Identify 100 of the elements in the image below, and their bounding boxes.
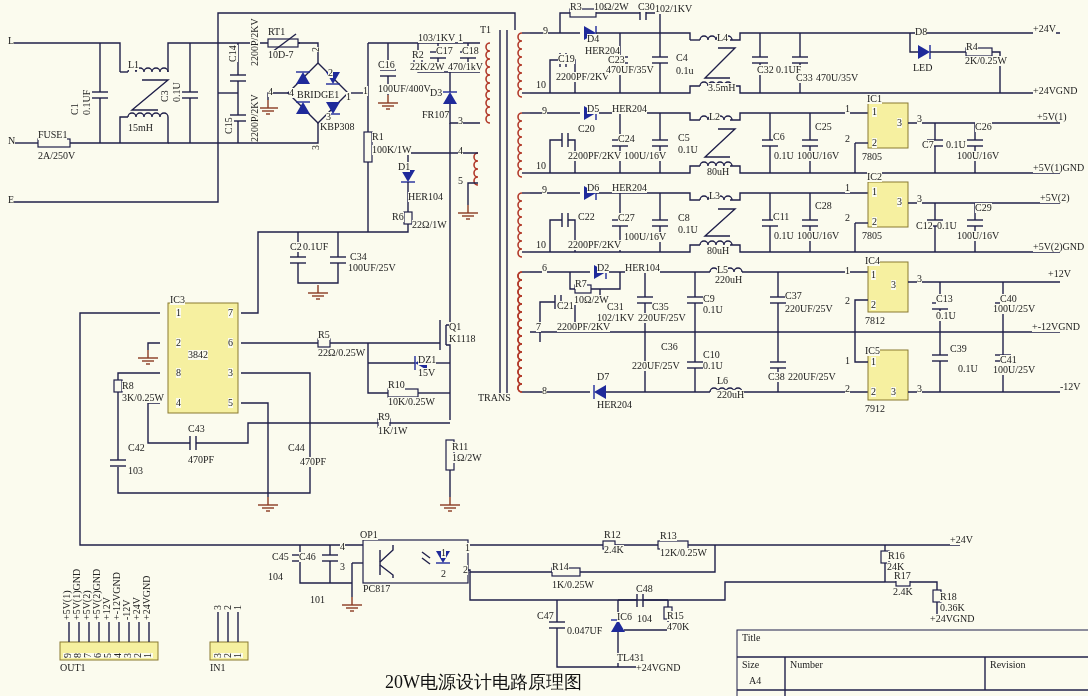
component-label: R4 bbox=[966, 42, 978, 52]
net-label: N bbox=[8, 136, 16, 146]
net-label: L bbox=[8, 36, 15, 46]
pin-number: 3 bbox=[458, 116, 463, 126]
component-label: D5 bbox=[587, 104, 600, 114]
pin-number: 8 bbox=[73, 653, 83, 658]
pin-number: 2 bbox=[872, 217, 877, 227]
pin-number: 1 bbox=[143, 653, 153, 658]
value-label: 7912 bbox=[865, 404, 885, 414]
pin-number: 3 bbox=[228, 368, 233, 378]
pin-number: 2 bbox=[845, 296, 850, 306]
value-label: 100U/16V bbox=[797, 151, 840, 161]
component-label: C39 bbox=[950, 344, 967, 354]
component-label: D2 bbox=[597, 263, 610, 273]
net-label: +5V(2) bbox=[1040, 193, 1070, 203]
value-label: FR107 bbox=[422, 110, 450, 120]
pin-number: 2 bbox=[845, 134, 850, 144]
component-label: IC6 bbox=[617, 612, 632, 622]
pin-number: 2 bbox=[176, 338, 181, 348]
value-label: 1K/1W bbox=[378, 426, 408, 436]
component-label: C27 bbox=[618, 213, 635, 223]
component-label: R9 bbox=[378, 412, 390, 422]
value-label: TRANS bbox=[478, 393, 511, 403]
value-label: HER104 bbox=[408, 192, 443, 202]
value-label: 1K/0.25W bbox=[552, 580, 594, 590]
value-label: 10Ω/2W bbox=[594, 2, 629, 12]
component-label: L5 bbox=[717, 265, 729, 275]
diagram-caption: 20W电源设计电路原理图 bbox=[385, 672, 582, 692]
component-label: IN1 bbox=[210, 663, 226, 673]
pin-number: 10 bbox=[536, 80, 546, 90]
component-label: R14 bbox=[552, 562, 569, 572]
title-block-label: Revision bbox=[990, 660, 1026, 670]
value-label: HER204 bbox=[597, 400, 632, 410]
component-label: C32 bbox=[757, 65, 774, 75]
pin-number: 4 bbox=[113, 653, 123, 658]
title-block-label: A4 bbox=[749, 676, 762, 686]
pin-number: 3 bbox=[213, 605, 223, 610]
value-label: 220UF/25V bbox=[638, 313, 686, 323]
value-label: HER104 bbox=[625, 263, 660, 273]
value-label: 0.1U bbox=[937, 221, 957, 231]
component-label: R7 bbox=[575, 279, 587, 289]
value-label: 0.1UF bbox=[776, 65, 802, 75]
pin-number: 3 bbox=[123, 653, 133, 658]
component-label: IC4 bbox=[865, 256, 880, 266]
pin-number: 1 bbox=[872, 107, 877, 117]
value-label: 100UF/400V bbox=[378, 84, 431, 94]
pin-number: 7 bbox=[228, 308, 233, 318]
net-label: +12V bbox=[1048, 269, 1071, 279]
component-label: C13 bbox=[936, 294, 953, 304]
pin-number: 2 bbox=[872, 138, 877, 148]
component-label: D8 bbox=[915, 27, 928, 37]
pin-number: 4 bbox=[458, 146, 463, 156]
component-label: D6 bbox=[587, 183, 600, 193]
component-label: L1 bbox=[128, 60, 140, 70]
value-label: 0.1U bbox=[678, 145, 698, 155]
pin-number: 7 bbox=[83, 653, 93, 658]
value-label: 2.4K bbox=[893, 587, 913, 597]
value-label: 220uH bbox=[715, 275, 743, 285]
value-label: HER204 bbox=[612, 183, 647, 193]
net-label: +24V bbox=[1033, 24, 1056, 34]
component-label: R16 bbox=[888, 551, 905, 561]
component-label: PC817 bbox=[363, 584, 391, 594]
value-label: 470K bbox=[667, 622, 690, 632]
value-label: 2.4K bbox=[604, 545, 624, 555]
component-label: C25 bbox=[815, 122, 832, 132]
value-label: 2200P/2KV bbox=[250, 94, 260, 142]
component-label: C20 bbox=[578, 124, 595, 134]
component-label: L2 bbox=[709, 112, 721, 122]
component-label: R13 bbox=[660, 531, 677, 541]
value-label: LED bbox=[913, 63, 933, 73]
component-label: C14 bbox=[228, 45, 238, 62]
net-label: +5V(1)GND bbox=[1033, 163, 1085, 173]
value-label: 22Ω/1W bbox=[412, 220, 447, 230]
pin-number: 3 bbox=[340, 562, 345, 572]
value-label: 10Ω/2W bbox=[574, 295, 609, 305]
value-label: 2200PF/2KV bbox=[556, 72, 610, 82]
component-label: R10 bbox=[388, 380, 405, 390]
value-label: 103/1KV bbox=[418, 33, 456, 43]
component-label: C35 bbox=[652, 302, 669, 312]
component-label: R2 bbox=[412, 50, 424, 60]
component-label: C3 bbox=[160, 90, 170, 102]
value-label: 0.1U bbox=[936, 311, 956, 321]
component-label: C26 bbox=[975, 122, 992, 132]
value-label: 100U/16V bbox=[797, 231, 840, 241]
pin-number: 1 bbox=[872, 187, 877, 197]
pin-number: 1 bbox=[845, 104, 850, 114]
component-label: C30 bbox=[638, 2, 655, 12]
component-label: C11 bbox=[773, 212, 790, 222]
value-label: 22K/2W bbox=[410, 62, 445, 72]
value-label: 220uH bbox=[717, 390, 745, 400]
value-label: 1Ω/2W bbox=[452, 453, 482, 463]
component-label: IC1 bbox=[867, 94, 882, 104]
component-label: C9 bbox=[703, 294, 715, 304]
pin-number: 10 bbox=[536, 161, 546, 171]
pin-number: 1 bbox=[845, 183, 850, 193]
value-label: 12K/0.25W bbox=[660, 548, 707, 558]
title-block-label: Title bbox=[742, 633, 761, 643]
pin-number: 3 bbox=[917, 384, 922, 394]
value-label: 102/1KV bbox=[655, 4, 693, 14]
net-label: +12V bbox=[102, 597, 112, 620]
